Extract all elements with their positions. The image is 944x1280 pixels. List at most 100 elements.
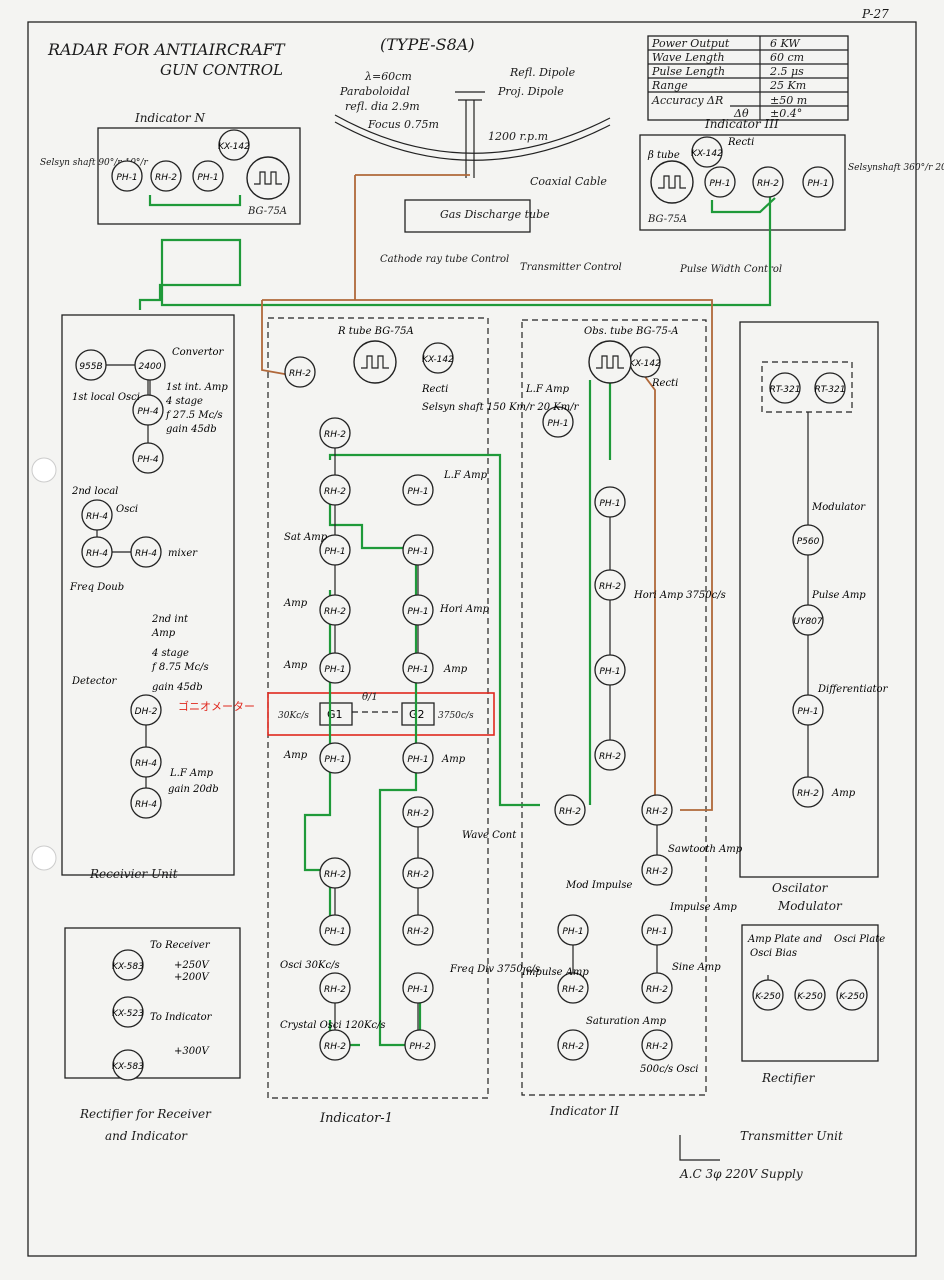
note-label-44: Modulator (811, 502, 866, 513)
goniometer-tag: θ/1 (362, 692, 378, 703)
tube-label: PH-1 (324, 547, 345, 557)
tube-label: P560 (797, 537, 820, 547)
tube-label: RH-2 (599, 752, 621, 762)
note-label-24: Hori Amp (439, 604, 490, 615)
tube-rh-2-53: RH-2 (557, 1029, 589, 1061)
tube-label: PH-1 (547, 419, 568, 429)
goniometer-g1-box (319, 702, 353, 726)
note-label-13: f 8.75 Mc/s (151, 662, 209, 673)
brown-control-path (261, 174, 713, 811)
note-label-48: To Receiver (150, 940, 211, 951)
note-label-33: Obs. tube BG-75-A (584, 326, 678, 337)
antenna-focus: Focus 0.75m (367, 118, 439, 131)
note-label-4: gain 45db (166, 424, 217, 435)
rectifier-ri-label2: and Indicator (105, 1129, 188, 1143)
note-label-56: β tube (647, 150, 680, 161)
tube-rh-2-6: RH-2 (752, 166, 784, 198)
tube-label: RH-2 (646, 807, 668, 817)
tube-ph-1-44: PH-1 (594, 654, 626, 686)
note-label-26: Amp (443, 664, 468, 675)
note-label-49: +250V (174, 960, 210, 971)
tube-label: KX-142 (691, 149, 723, 159)
rectifier-label: Rectifier (761, 1071, 816, 1085)
note-label-35: L.F Amp (525, 384, 570, 395)
tube-label: RH-2 (646, 1042, 668, 1052)
tube-rt-321-56: RT-321 (814, 372, 846, 404)
tube-label: KX-142 (218, 142, 250, 152)
tube-ph-1-29: PH-1 (319, 742, 351, 774)
tube-label: PH-1 (407, 985, 428, 995)
supply-bracket (679, 1135, 720, 1161)
antenna: λ=60cm Paraboloidal refl. dia 2.9m Focus… (334, 66, 611, 178)
note-label-17: gain 20db (168, 784, 219, 795)
tube-label: PH-1 (324, 755, 345, 765)
note-label-52: +300V (174, 1046, 210, 1057)
tube-label: PH-1 (407, 665, 428, 675)
rectifier-block (741, 924, 879, 1062)
receiver-unit-label: Receivier Unit (89, 867, 178, 881)
note-label-53: Amp Plate and (747, 934, 822, 945)
spec-pulse-value: 2.5 μs (769, 65, 804, 78)
spec-theta-label: Δθ (733, 107, 749, 120)
tube-label: RH-2 (559, 807, 581, 817)
tube-ph-1-41: PH-1 (542, 406, 574, 438)
tube-label: RH-4 (135, 800, 157, 810)
tube-label: UY807 (793, 617, 823, 627)
note-label-29: Osci 30Kc/s (280, 960, 340, 971)
tube-rh-2-43: RH-2 (594, 569, 626, 601)
tube-label: KX-523 (112, 1009, 144, 1019)
tube-rh-2-52: RH-2 (641, 972, 673, 1004)
osc-mod-label1: Oscilator (772, 881, 829, 895)
type-label: (TYPE-S8A) (380, 35, 475, 54)
note-label-11: Amp (151, 628, 176, 639)
note-label-19: Recti (421, 384, 448, 395)
tube-ph-1-7: PH-1 (802, 166, 834, 198)
tube-label: PH-1 (407, 607, 428, 617)
tube-label: KX-583 (112, 1062, 144, 1072)
note-label-43: Impulse Amp (521, 967, 589, 978)
note-label-20: Selsyn shaft 150 Km/r 20 Km/r (422, 402, 580, 413)
note-label-51: To Indicator (150, 1012, 213, 1023)
tube-kx-583-61: KX-583 (112, 949, 144, 981)
note-label-32: Wave Cont (462, 830, 517, 841)
tube-ph-1-50: PH-1 (641, 914, 673, 946)
note-label-46: Differentiator (817, 684, 889, 695)
crt-r-tube (353, 340, 397, 384)
tube-ph-1-30: PH-1 (402, 742, 434, 774)
tube-label: PH-1 (407, 487, 428, 497)
tube-rh-4-12: RH-4 (81, 499, 113, 531)
tube-label: RH-2 (324, 985, 346, 995)
crt-left (246, 156, 290, 200)
indicator-1-label: Indicator-1 (319, 1111, 393, 1126)
spec-range-label: Range (651, 79, 688, 92)
tube-ph-1-22: PH-1 (402, 474, 434, 506)
indicator-n-block (97, 127, 301, 225)
tube-label: PH-1 (116, 173, 137, 183)
note-label-0: Convertor (172, 347, 224, 358)
spec-theta-value: ±0.4° (770, 107, 802, 120)
indicator-ii-block (521, 319, 707, 1096)
goniometer-g2-box (401, 702, 435, 726)
note-label-42: 500c/s Osci (640, 1064, 699, 1075)
rectifier-ri-block (64, 927, 241, 1079)
tube-label: PH-1 (709, 179, 730, 189)
tube-rh-2-46: RH-2 (554, 794, 586, 826)
gas-discharge-box (404, 199, 531, 233)
tube-label: PH-1 (407, 755, 428, 765)
tube-kx-142-40: KX-142 (629, 346, 661, 378)
tube-label: RH-2 (646, 985, 668, 995)
tube-label: PH-1 (807, 179, 828, 189)
indicator-ii-label: Indicator II (549, 1104, 619, 1118)
tube-label: PH-1 (646, 927, 667, 937)
spec-power-label: Power Output (651, 37, 730, 50)
tube-rh-2-32: RH-2 (319, 857, 351, 889)
antenna-proj-dipole: Proj. Dipole (497, 85, 564, 98)
note-label-45: Pulse Amp (811, 590, 866, 601)
goniometer-highlight (267, 692, 495, 736)
rectifier-ri-label1: Rectifier for Receiver (79, 1107, 212, 1121)
note-label-34: Recti (651, 378, 678, 389)
tube-rh-2-45: RH-2 (594, 739, 626, 771)
antenna-reflector: Paraboloidal (339, 85, 410, 98)
note-label-57: Recti (727, 137, 754, 148)
note-label-28: Amp (441, 754, 466, 765)
